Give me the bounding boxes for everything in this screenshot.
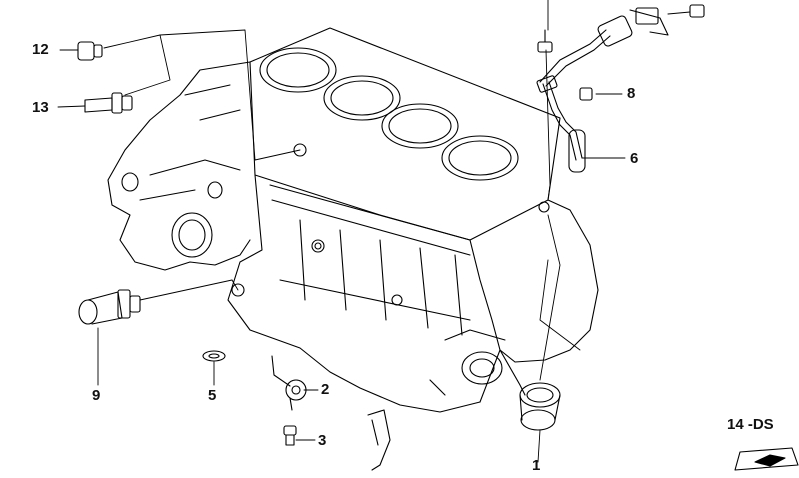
callout-6: 6 bbox=[630, 150, 639, 167]
callout-8: 8 bbox=[627, 85, 636, 102]
part-5-washer bbox=[202, 350, 226, 362]
cylinder-bores bbox=[259, 47, 519, 181]
callout-1: 1 bbox=[532, 457, 541, 474]
callout-9: 9 bbox=[92, 387, 101, 404]
part-9-sensor bbox=[78, 289, 141, 325]
oil-pipe-assembly bbox=[536, 7, 669, 173]
part-12-plug bbox=[77, 41, 103, 61]
diagram-id-label: 14 -DS bbox=[727, 416, 774, 433]
engine-block bbox=[107, 27, 599, 413]
corner-icon bbox=[734, 447, 799, 471]
part-13-fitting bbox=[84, 92, 133, 114]
leader-lines bbox=[57, 0, 626, 463]
part-1-seal bbox=[519, 382, 561, 431]
top-bolts bbox=[537, 4, 705, 101]
lower-guide bbox=[367, 409, 391, 471]
callout-5: 5 bbox=[208, 387, 217, 404]
part-3-bolt bbox=[283, 425, 297, 446]
callout-12: 12 bbox=[32, 41, 49, 58]
callout-2: 2 bbox=[321, 381, 330, 398]
part-2-bracket bbox=[271, 355, 307, 411]
callout-13: 13 bbox=[32, 99, 49, 116]
callout-3: 3 bbox=[318, 432, 327, 449]
